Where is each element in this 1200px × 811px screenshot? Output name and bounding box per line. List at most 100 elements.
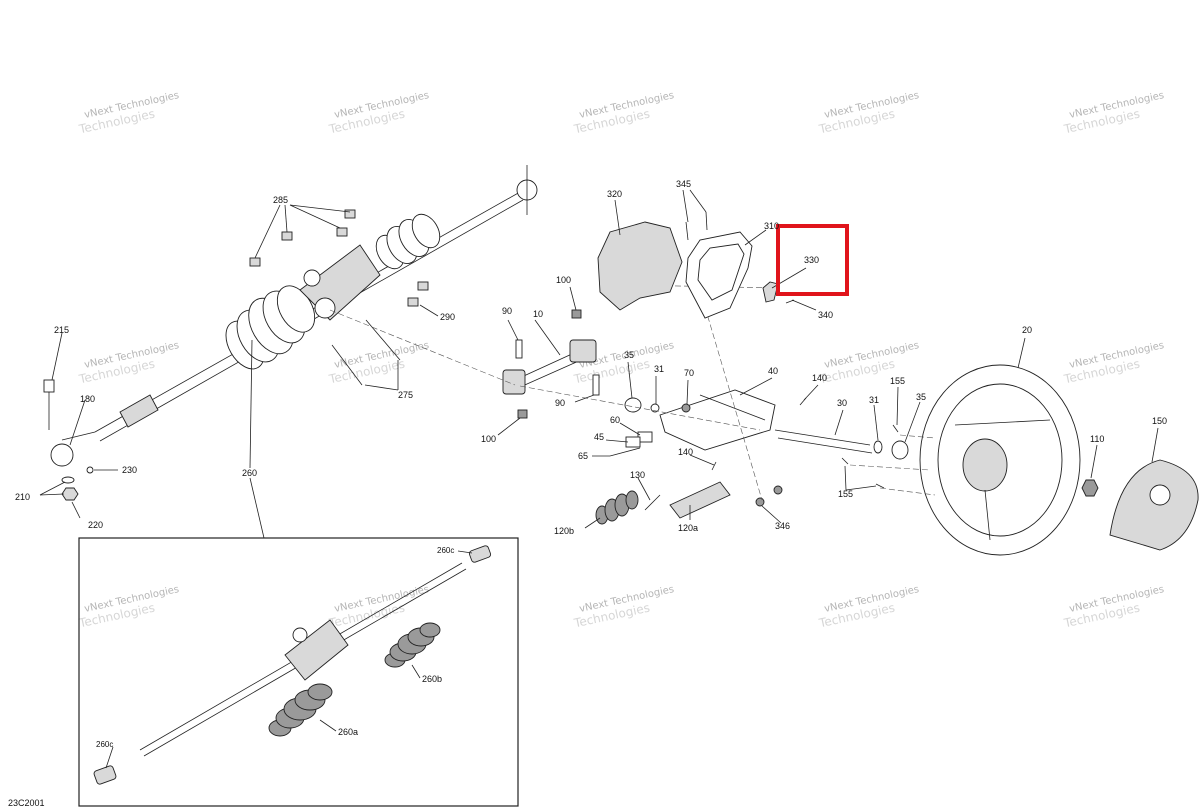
sleeve-260c-top	[468, 545, 492, 563]
label-210[interactable]: 210	[15, 492, 30, 502]
highlight-box-330	[776, 224, 849, 296]
washer-31	[650, 403, 660, 413]
label-330[interactable]: 330	[804, 255, 819, 265]
label-90-bottom[interactable]: 90	[555, 398, 565, 408]
inset-rack-housing	[284, 619, 349, 681]
label-60[interactable]: 60	[610, 415, 620, 425]
left-tie-rod	[61, 431, 96, 441]
label-155-bottom[interactable]: 155	[838, 489, 853, 499]
screw-155	[892, 424, 899, 433]
label-215[interactable]: 215	[54, 325, 69, 335]
watermark: Technologies vNext Technologies	[77, 90, 180, 136]
axis-line	[899, 434, 936, 439]
axis-line	[849, 464, 931, 471]
label-260c-bottom[interactable]: 260c	[96, 740, 113, 749]
label-310[interactable]: 310	[764, 221, 779, 231]
watermark: Technologies vNext Technologies	[327, 340, 430, 386]
label-120b[interactable]: 120b	[554, 526, 574, 536]
wheel-spoke	[984, 489, 991, 541]
label-260a[interactable]: 260a	[338, 727, 358, 737]
label-150[interactable]: 150	[1152, 416, 1167, 426]
bolt-290	[417, 281, 429, 291]
label-346[interactable]: 346	[775, 521, 790, 531]
bolt-65	[609, 447, 641, 457]
label-290[interactable]: 290	[440, 312, 455, 322]
screw-140	[711, 461, 717, 471]
label-31-right[interactable]: 31	[869, 395, 879, 405]
label-230[interactable]: 230	[122, 465, 137, 475]
label-260c-top[interactable]: 260c	[437, 546, 454, 555]
screw-345	[705, 211, 708, 231]
label-45[interactable]: 45	[594, 432, 604, 442]
nut-110	[1081, 479, 1099, 497]
diagram-code: 23C2001	[8, 798, 45, 808]
bolt-90	[592, 374, 600, 396]
label-120a[interactable]: 120a	[678, 523, 698, 533]
screw-155	[875, 483, 885, 489]
bushing-285	[249, 257, 261, 267]
watermark: Technologies vNext Technologies	[327, 90, 430, 136]
washer-210	[61, 476, 75, 484]
boot-260a	[268, 683, 333, 737]
watermark: Technologies vNext Technologies	[77, 584, 180, 630]
column-shaft-30	[774, 429, 871, 446]
label-65[interactable]: 65	[578, 451, 588, 461]
bolt-275	[365, 319, 401, 361]
u-joint-lower	[502, 369, 526, 395]
inset-callout-line	[249, 477, 265, 539]
axis-line	[519, 385, 761, 431]
steering-rack-assembly	[39, 165, 538, 519]
bolt-275	[331, 344, 363, 386]
label-260b[interactable]: 260b	[422, 674, 442, 684]
label-35-right[interactable]: 35	[916, 392, 926, 402]
wheel-spoke	[954, 419, 1051, 426]
label-140-top[interactable]: 140	[812, 373, 827, 383]
bushing-285	[281, 231, 293, 241]
washer-31	[873, 440, 883, 454]
bolt-130	[644, 494, 661, 511]
label-31-left[interactable]: 31	[654, 364, 664, 374]
column-bracket-40	[659, 389, 776, 451]
label-140-bottom[interactable]: 140	[678, 447, 693, 457]
clip-330	[762, 281, 779, 303]
nut-346	[773, 485, 783, 495]
axis-line	[329, 309, 516, 386]
label-10[interactable]: 10	[533, 309, 543, 319]
label-340[interactable]: 340	[818, 310, 833, 320]
sleeve-260c-bottom	[93, 765, 117, 785]
bushing-285	[344, 209, 356, 219]
label-275[interactable]: 275	[398, 390, 413, 400]
label-220[interactable]: 220	[88, 520, 103, 530]
nut-346	[755, 497, 765, 507]
label-345[interactable]: 345	[676, 179, 691, 189]
right-boot	[375, 213, 441, 270]
label-20[interactable]: 20	[1022, 325, 1032, 335]
label-260[interactable]: 260	[242, 468, 257, 478]
inset-detail	[78, 477, 519, 807]
label-70[interactable]: 70	[684, 368, 694, 378]
label-100-top[interactable]: 100	[556, 275, 571, 285]
label-110[interactable]: 110	[1090, 434, 1104, 444]
label-30[interactable]: 30	[837, 398, 847, 408]
steering-wheel-hub	[962, 438, 1008, 492]
label-90-top[interactable]: 90	[502, 306, 512, 316]
label-130[interactable]: 130	[630, 470, 645, 480]
inset-frame	[78, 537, 519, 807]
bolt-290	[407, 297, 419, 307]
steering-wheel-assembly	[774, 337, 1199, 556]
label-40[interactable]: 40	[768, 366, 778, 376]
cover-320	[597, 221, 683, 311]
inset-pinion-cap	[292, 627, 308, 643]
label-180[interactable]: 180	[80, 394, 95, 404]
label-285[interactable]: 285	[273, 195, 288, 205]
nut-220	[61, 487, 79, 501]
center-cap-150	[1109, 459, 1199, 551]
label-155-top[interactable]: 155	[890, 376, 905, 386]
bushing-285	[336, 227, 348, 237]
label-100-bottom[interactable]: 100	[481, 434, 496, 444]
bolt-90	[515, 339, 523, 359]
label-35-left[interactable]: 35	[624, 350, 634, 360]
label-320[interactable]: 320	[607, 189, 622, 199]
bushing-35	[891, 440, 909, 460]
